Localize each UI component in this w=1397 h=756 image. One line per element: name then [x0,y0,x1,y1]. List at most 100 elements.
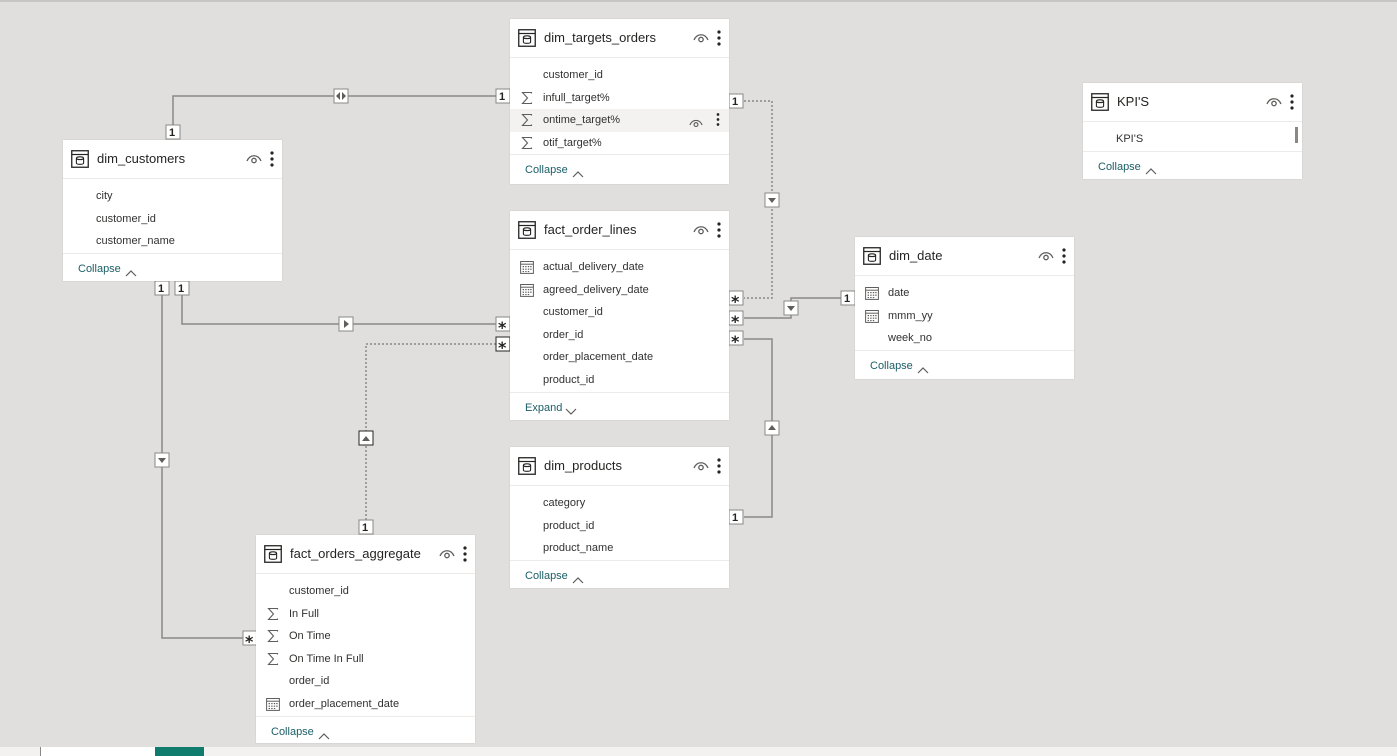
field-row[interactable]: order_placement_date [256,693,475,716]
visibility-eye-icon[interactable] [1266,95,1282,107]
collapse-toggle[interactable]: Collapse [855,349,1074,381]
card-many-label: * [498,318,507,337]
field-row[interactable]: city [63,185,282,208]
collapse-toggle[interactable]: Expand [510,391,729,423]
card-one-label: 1 [732,512,738,524]
filter-direction-down-icon[interactable] [154,452,170,468]
field-row[interactable]: KPI'S [1083,128,1302,151]
table-icon [518,457,536,475]
calendar-icon [266,697,280,711]
add-page-tab[interactable] [155,747,204,756]
field-visibility-eye-icon[interactable] [689,115,703,127]
field-row[interactable]: ontime_target% [510,109,729,132]
more-options-icon[interactable] [1286,93,1298,111]
card-one-label: 1 [362,522,368,534]
field-label: customer_id [543,306,603,319]
field-row[interactable]: In Full [256,603,475,626]
field-row[interactable]: customer_id [63,208,282,231]
card-one-label: 1 [844,293,850,305]
more-options-icon[interactable] [1058,247,1070,265]
field-more-options-icon[interactable] [713,112,723,128]
visibility-eye-icon[interactable] [1038,249,1054,261]
collapse-toggle[interactable]: Collapse [510,154,729,185]
field-row[interactable]: order_id [256,670,475,693]
filter-direction-up-icon[interactable] [764,420,780,436]
table-title: dim_customers [97,151,186,166]
table-header[interactable]: dim_customers [63,140,282,179]
field-row[interactable]: order_placement_date [510,346,729,369]
visibility-eye-icon[interactable] [439,547,455,559]
more-options-icon[interactable] [713,221,725,239]
filter-direction-up-icon[interactable] [358,430,374,446]
field-row[interactable]: On Time In Full [256,648,475,671]
collapse-toggle[interactable]: Collapse [1083,150,1302,182]
field-row[interactable]: product_id [510,515,729,538]
field-row[interactable]: infull_target% [510,87,729,110]
table-icon [518,221,536,239]
field-row[interactable]: customer_id [256,580,475,603]
field-label: order_placement_date [289,697,400,710]
table-icon [518,29,536,47]
visibility-eye-icon[interactable] [246,152,262,164]
sum-icon [520,136,534,150]
field-row[interactable]: On Time [256,625,475,648]
table-icon [71,150,89,168]
card-many-label: * [498,338,507,357]
field-list-scrollbar[interactable] [1295,127,1298,143]
sum-icon [266,607,280,621]
field-row[interactable]: customer_name [63,230,282,253]
visibility-eye-icon[interactable] [693,223,709,235]
visibility-eye-icon[interactable] [693,459,709,471]
field-row[interactable]: product_id [510,369,729,392]
field-row[interactable]: actual_delivery_date [510,256,729,279]
field-label: otif_target% [543,136,602,149]
field-row[interactable]: mmm_yy [855,305,1074,328]
rel-customers-targets [172,95,503,126]
filter-direction-down-icon[interactable] [764,192,780,208]
visibility-eye-icon[interactable] [693,31,709,43]
table-header[interactable]: fact_order_lines [510,211,729,250]
collapse-toggle[interactable]: Collapse [256,715,475,747]
collapse-toggle[interactable]: Collapse [63,252,282,284]
collapse-toggle-label: Collapse [525,164,568,177]
field-row[interactable]: category [510,492,729,515]
field-row[interactable]: week_no [855,327,1074,350]
field-row[interactable]: customer_id [510,301,729,324]
collapse-toggle[interactable]: Collapse [510,559,729,591]
filter-direction-down-icon[interactable] [783,300,799,316]
sum-icon [266,652,280,666]
table-header[interactable]: dim_date [855,237,1074,276]
chevron-up-icon [572,571,584,584]
field-label: order_id [289,675,330,688]
field-row[interactable]: product_name [510,537,729,560]
more-options-icon[interactable] [713,29,725,47]
page-tab[interactable] [41,747,155,756]
field-row[interactable]: otif_target% [510,132,729,155]
table-header[interactable]: KPI'S [1083,83,1302,122]
table-header[interactable]: fact_orders_aggregate [256,535,475,574]
field-row[interactable]: date [855,282,1074,305]
field-row[interactable]: order_id [510,324,729,347]
field-row[interactable]: customer_id [510,64,729,87]
more-options-icon[interactable] [459,545,471,563]
more-options-icon[interactable] [713,457,725,475]
filter-direction-right-icon[interactable] [338,316,354,332]
table-header[interactable]: dim_products [510,447,729,486]
more-options-icon[interactable] [266,150,278,168]
table-header[interactable]: dim_targets_orders [510,19,729,58]
field-row[interactable]: agreed_delivery_date [510,279,729,302]
bidirectional-filter-icon[interactable] [333,88,349,104]
card-one-label: 1 [158,283,164,295]
table-icon [264,545,282,563]
field-label: city [96,190,113,202]
